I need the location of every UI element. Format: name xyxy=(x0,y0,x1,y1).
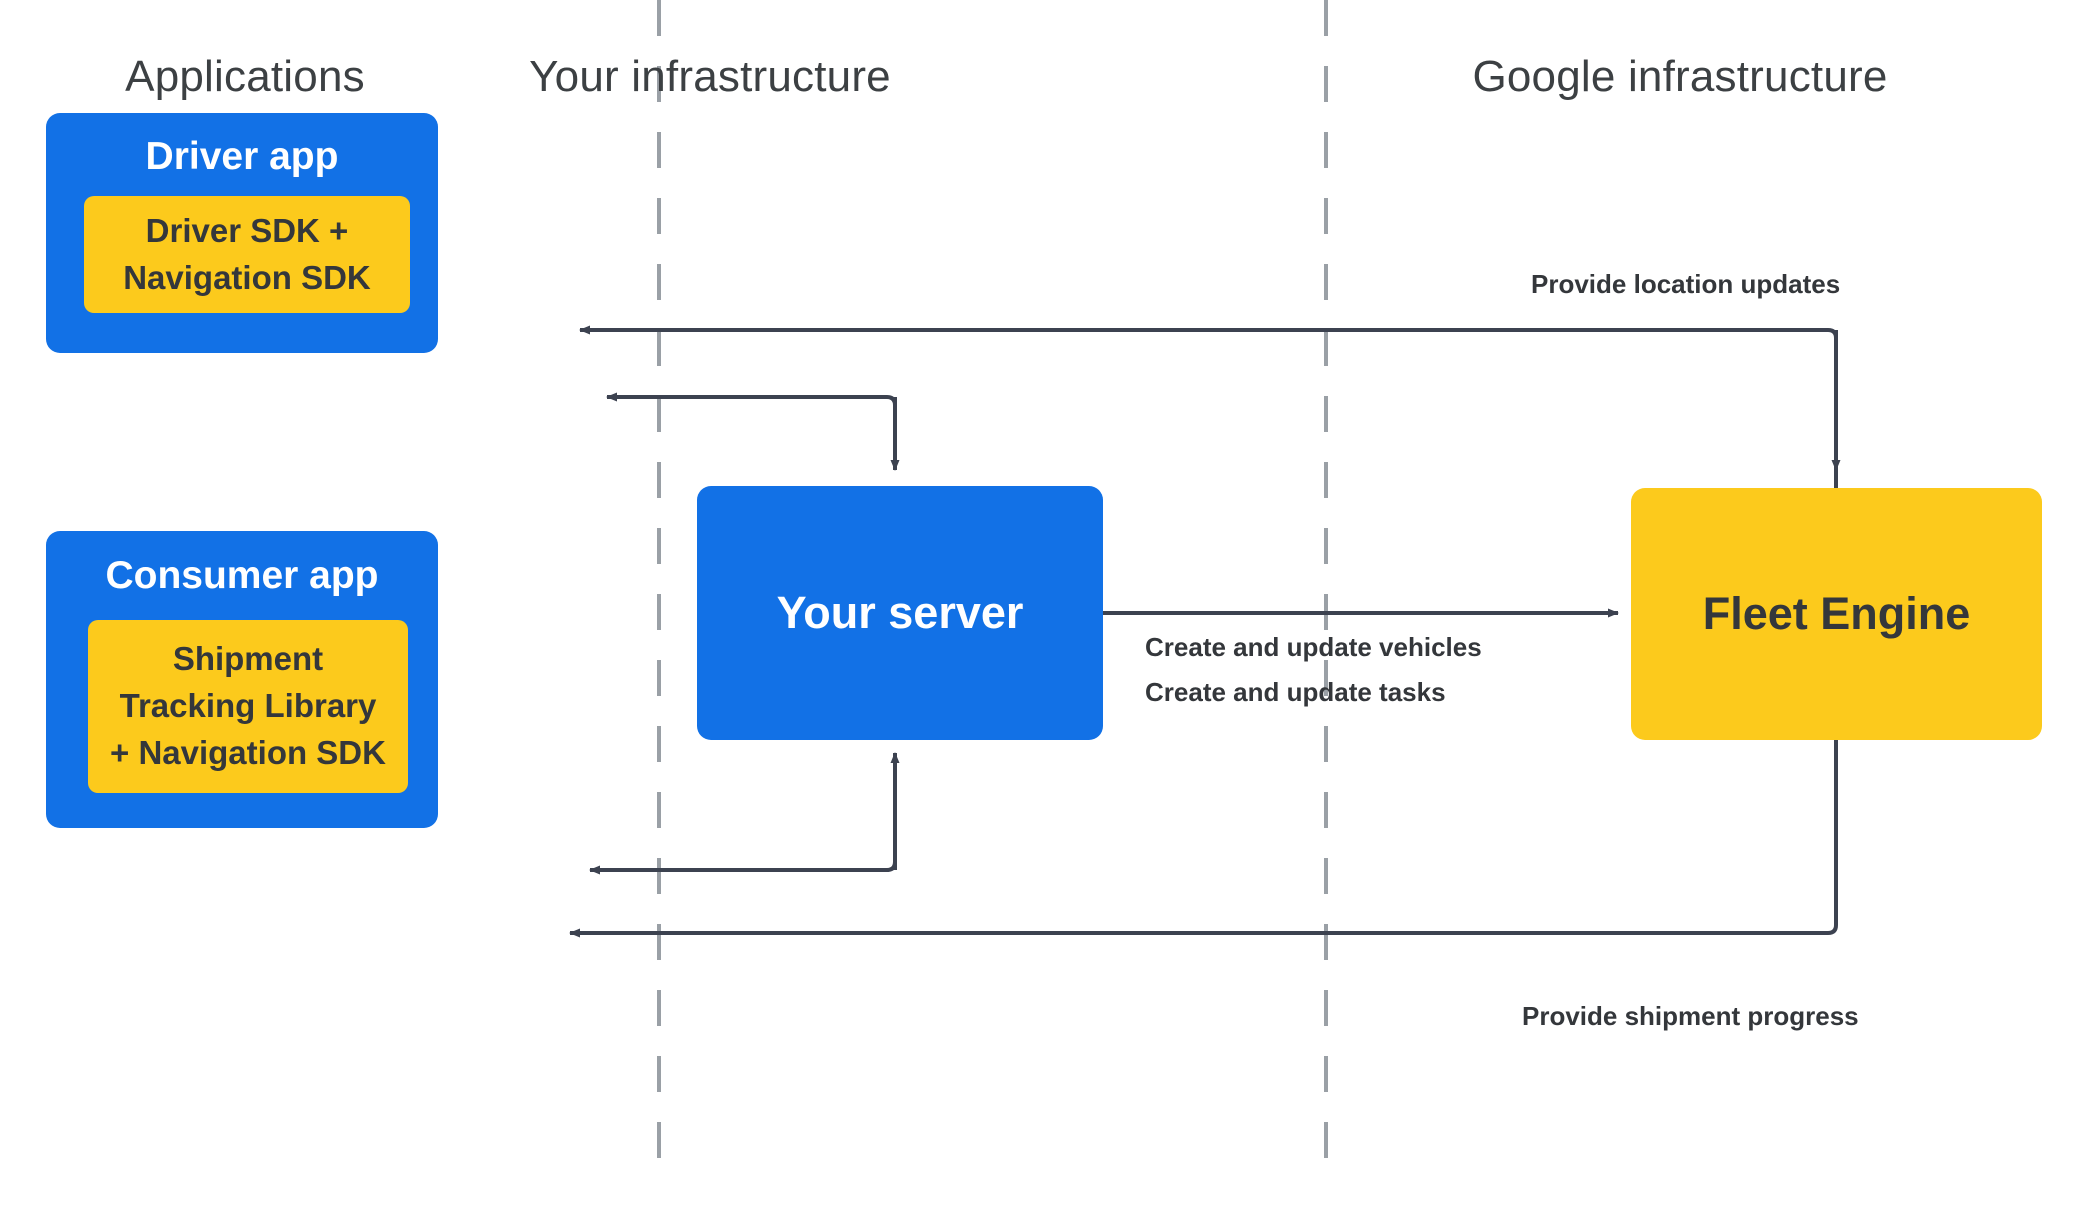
node-your-server[interactable]: Your server xyxy=(697,486,1103,740)
consumer-sdk-label: Shipment Tracking Library + Navigation S… xyxy=(110,640,386,771)
edge-server-to-driver xyxy=(606,392,897,470)
edge-location-updates xyxy=(579,325,1838,488)
driver-app-title: Driver app xyxy=(145,135,339,178)
node-driver-sdk[interactable]: Driver SDK + Navigation SDK xyxy=(84,196,410,313)
edge-label-provide-location-updates: Provide location updates xyxy=(1531,269,1841,299)
edge-label-create-and-update-vehicles: Create and update vehicles xyxy=(1145,632,1482,662)
node-consumer-sdk[interactable]: Shipment Tracking Library + Navigation S… xyxy=(88,620,408,793)
node-fleet-engine[interactable]: Fleet Engine xyxy=(1631,488,2042,740)
fleet-engine-label: Fleet Engine xyxy=(1702,588,1971,639)
column-heading-applications: Applications xyxy=(125,52,365,101)
edge-consumer-to-server xyxy=(589,753,897,875)
edge-label-create-and-update-tasks: Create and update tasks xyxy=(1145,677,1446,707)
column-heading-google-infrastructure: Google infrastructure xyxy=(1472,52,1888,101)
driver-sdk-label: Driver SDK + Navigation SDK xyxy=(123,211,371,296)
your-server-label: Your server xyxy=(776,587,1024,638)
column-heading-your-infrastructure: Your infrastructure xyxy=(529,52,891,101)
node-driver-app[interactable]: Driver app Driver SDK + Navigation SDK xyxy=(46,113,438,353)
node-consumer-app[interactable]: Consumer app Shipment Tracking Library +… xyxy=(46,531,438,828)
consumer-app-title: Consumer app xyxy=(105,554,379,597)
edge-shipment-progress xyxy=(569,740,1838,938)
edge-label-provide-shipment-progress: Provide shipment progress xyxy=(1522,1001,1859,1031)
